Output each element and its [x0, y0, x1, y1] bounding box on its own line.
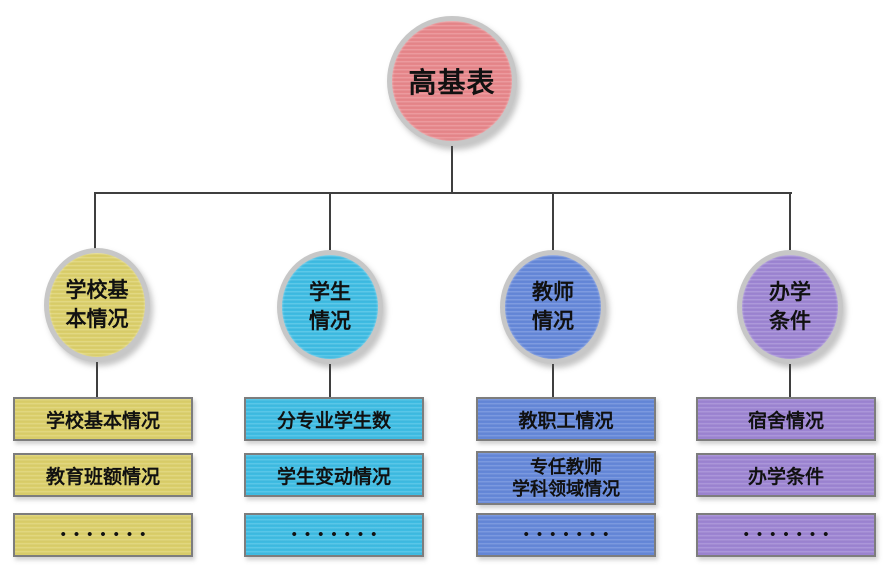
- connector-drop-branch-3: [552, 192, 554, 250]
- connector-stem-branch-1: [96, 362, 98, 398]
- branch-node-student: 学生 情况: [277, 250, 383, 364]
- leaf-box-school-1: 学校基本情况: [13, 397, 193, 441]
- leaf-box-school-ellipsis: •••••••: [13, 513, 193, 557]
- leaf-box-conditions-ellipsis: •••••••: [696, 513, 876, 557]
- connector-stem-branch-2: [329, 364, 331, 398]
- branch-node-teacher: 教师 情况: [500, 250, 606, 364]
- connector-stem-branch-4: [789, 364, 791, 398]
- connector-horizontal-bus: [94, 192, 792, 194]
- leaf-box-conditions-2: 办学条件: [696, 453, 876, 497]
- connector-drop-branch-1: [94, 192, 96, 250]
- connector-drop-branch-2: [329, 192, 331, 250]
- leaf-box-student-2: 学生变动情况: [244, 453, 424, 497]
- leaf-box-teacher-2: 专任教师 学科领域情况: [476, 451, 656, 505]
- leaf-box-teacher-ellipsis: •••••••: [476, 513, 656, 557]
- connector-root-stem: [451, 144, 453, 192]
- leaf-box-teacher-1: 教职工情况: [476, 397, 656, 441]
- leaf-box-conditions-1: 宿舍情况: [696, 397, 876, 441]
- connector-drop-branch-4: [789, 192, 791, 250]
- branch-node-school: 学校基 本情况: [44, 248, 150, 362]
- branch-node-conditions: 办学 条件: [737, 250, 843, 364]
- leaf-box-student-1: 分专业学生数: [244, 397, 424, 441]
- leaf-box-student-ellipsis: •••••••: [244, 513, 424, 557]
- leaf-box-school-2: 教育班额情况: [13, 453, 193, 497]
- root-node: 高基表: [387, 16, 517, 146]
- connector-stem-branch-3: [552, 364, 554, 398]
